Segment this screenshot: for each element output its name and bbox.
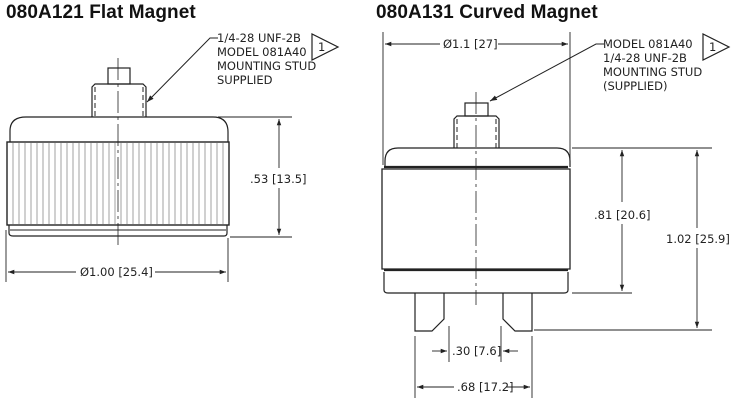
body-height-dimension-label: .81 [20.6]: [594, 208, 651, 222]
note-line: MODEL 081A40: [603, 37, 693, 51]
leader-line-right: [489, 43, 604, 102]
note-line: MOUNTING STUD: [603, 65, 702, 79]
curved-magnet-drawing: [381, 32, 731, 398]
note-flag-left: [311, 33, 340, 61]
magnet-cap-left: [9, 116, 229, 142]
flat-magnet-drawing: [5, 33, 340, 282]
height-dimensions-right: [534, 147, 712, 331]
diameter-dimension-label: Ø1.00 [25.4]: [80, 265, 153, 279]
flat-magnet-title: 080A121 Flat Magnet: [6, 2, 196, 23]
note-line: (SUPPLIED): [603, 79, 667, 93]
note-line: 1/4-28 UNF-2B: [217, 31, 301, 45]
note-flag-number: 1: [318, 40, 325, 54]
magnet-base-left: [8, 225, 228, 237]
diameter-dimension-right: [382, 32, 571, 165]
note-line: 1/4-28 UNF-2B: [603, 51, 687, 65]
knurl-lines: [12, 143, 224, 224]
mounting-stud-right: [453, 102, 500, 148]
magnet-body-right: [381, 168, 571, 270]
curved-magnet-title: 080A131 Curved Magnet: [376, 2, 598, 23]
leader-line-left: [146, 37, 218, 103]
magnet-cap-right: [384, 147, 571, 167]
height-dimension-left: [218, 116, 292, 238]
note-line: SUPPLIED: [217, 73, 273, 87]
curved-leg-left: [414, 293, 445, 332]
curved-leg-right: [502, 293, 533, 332]
outer-span-dimension-label: .68 [17.2]: [457, 380, 514, 394]
total-height-dimension-label: 1.02 [25.9]: [666, 232, 730, 246]
note-flag-number: 1: [709, 40, 716, 54]
height-dimension-label: .53 [13.5]: [250, 172, 307, 186]
curved-magnet-note: MODEL 081A40 1/4-28 UNF-2B MOUNTING STUD…: [603, 37, 702, 93]
leg-dimensions: [414, 326, 533, 398]
note-line: MODEL 081A40: [217, 45, 307, 59]
diameter-dimension-left: [5, 230, 229, 282]
flat-magnet-note: 1/4-28 UNF-2B MODEL 081A40 MOUNTING STUD…: [217, 31, 316, 87]
mounting-stud-left: [91, 67, 147, 117]
note-flag-right: [702, 33, 731, 61]
inner-gap-dimension-label: .30 [7.6]: [452, 344, 501, 358]
diameter-dimension-label: Ø1.1 [27]: [443, 37, 498, 51]
note-line: MOUNTING STUD: [217, 59, 316, 73]
